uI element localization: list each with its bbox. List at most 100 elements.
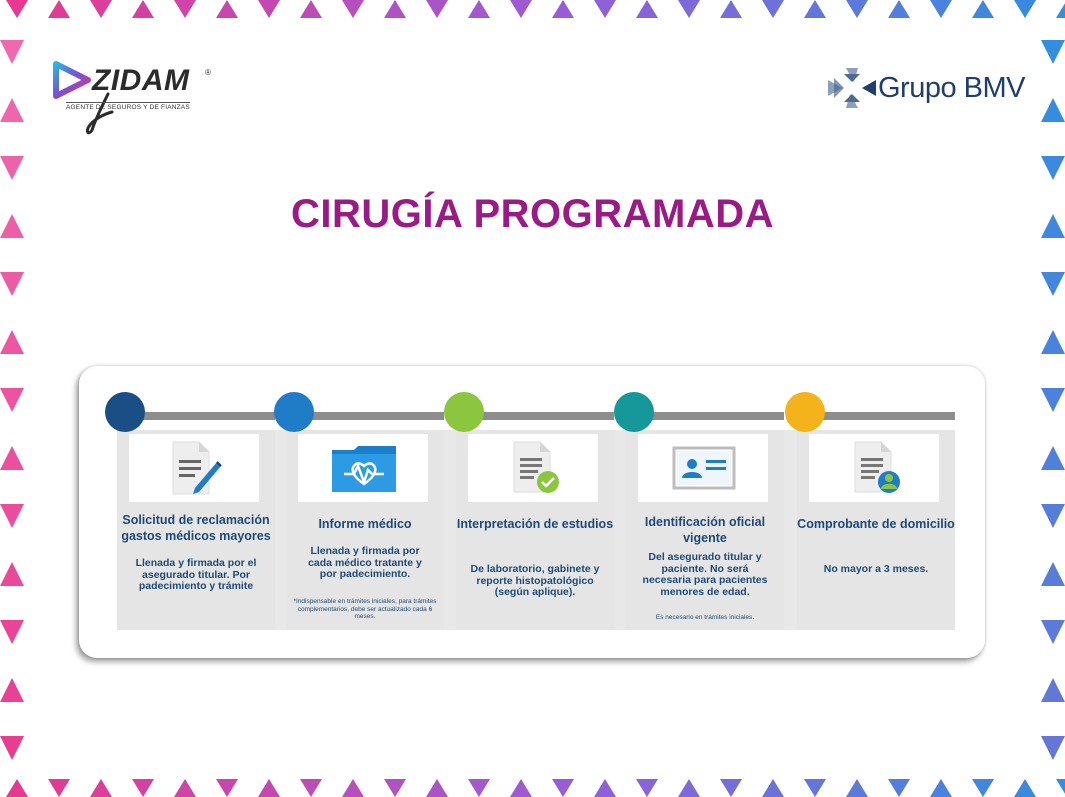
border-triangle	[1041, 736, 1065, 760]
border-triangle	[510, 779, 532, 797]
border-triangle	[0, 678, 24, 702]
border-triangle	[0, 156, 24, 180]
step-description: De laboratorio, gabinete y reporte histo…	[470, 563, 600, 598]
border-triangle	[90, 0, 112, 18]
step-connector-bar	[306, 412, 444, 420]
step-title: Solicitud de reclamación gastos médicos …	[121, 513, 271, 543]
border-triangle	[384, 0, 406, 18]
border-triangle	[216, 779, 238, 797]
step-informe-medico: Informe médico Llenada y firmada por cad…	[274, 392, 444, 630]
border-triangle	[762, 779, 784, 797]
border-triangle	[342, 779, 364, 797]
step-interpretacion: Interpretación de estudios De laboratori…	[444, 392, 614, 630]
border-triangle	[636, 0, 658, 18]
border-triangle	[1041, 620, 1065, 644]
border-triangle	[0, 620, 24, 644]
border-triangle	[1041, 214, 1065, 238]
border-triangle	[972, 779, 994, 797]
icon-box	[809, 434, 939, 502]
border-triangle	[300, 779, 322, 797]
border-triangle	[1014, 779, 1036, 797]
folder-heartbeat-icon	[332, 446, 396, 492]
border-triangle	[342, 0, 364, 18]
border-triangle	[888, 779, 910, 797]
step-card: Informe médico Llenada y firmada por cad…	[286, 430, 444, 630]
border-triangle	[258, 779, 280, 797]
document-pen-icon	[172, 441, 222, 495]
border-triangle	[0, 330, 24, 354]
border-triangle	[48, 0, 70, 18]
border-triangle	[258, 0, 280, 18]
step-identificacion: Identificación oficial vigente Del asegu…	[614, 392, 784, 630]
document-user-icon	[854, 441, 900, 493]
border-triangle	[1014, 0, 1036, 18]
border-triangle	[0, 562, 24, 586]
border-triangle	[930, 779, 952, 797]
border-triangle	[552, 0, 574, 18]
step-description: No mayor a 3 meses.	[823, 563, 929, 575]
border-triangle	[174, 0, 196, 18]
border-triangle	[1041, 562, 1065, 586]
border-triangle	[888, 0, 910, 18]
border-triangle	[1041, 156, 1065, 180]
border-triangle	[300, 0, 322, 18]
border-triangle	[426, 779, 448, 797]
border-triangle	[720, 779, 742, 797]
border-triangle	[594, 779, 616, 797]
step-marker-dot	[785, 392, 825, 432]
border-triangle	[972, 0, 994, 18]
border-triangle	[678, 0, 700, 18]
id-card-icon	[672, 446, 736, 490]
logo-tagline: AGENTE DE SEGUROS Y DE FIANZAS	[66, 102, 190, 111]
border-triangle	[0, 272, 24, 296]
signature-swash-icon	[86, 92, 114, 135]
border-triangle	[804, 0, 826, 18]
step-connector-bar	[476, 412, 614, 420]
step-card: Interpretación de estudios De laboratori…	[456, 430, 614, 630]
step-marker-dot	[614, 392, 654, 432]
icon-box	[468, 434, 598, 502]
step-title: Informe médico	[318, 517, 412, 531]
border-triangle	[762, 0, 784, 18]
border-triangle	[930, 0, 952, 18]
border-triangle	[6, 779, 28, 797]
grupo-bmv-logo: Grupo BMV	[826, 64, 1026, 114]
border-triangle	[1041, 40, 1065, 64]
border-triangle	[0, 40, 24, 64]
registered-mark: ®	[205, 68, 211, 77]
document-check-icon	[513, 441, 559, 493]
border-triangle	[6, 0, 28, 18]
border-triangle	[384, 779, 406, 797]
step-description: Del asegurado titular y paciente. No ser…	[642, 551, 768, 598]
step-card: Identificación oficial vigente Del asegu…	[626, 430, 784, 630]
dzidam-logo: ZIDAM ® AGENTE DE SEGUROS Y DE FIANZAS	[52, 56, 222, 136]
icon-box	[638, 434, 768, 502]
border-triangle	[720, 0, 742, 18]
step-note: Es necesario en trámites iniciales.	[655, 614, 755, 621]
border-triangle	[510, 0, 532, 18]
border-triangle	[90, 779, 112, 797]
border-triangle	[678, 779, 700, 797]
border-triangle	[1041, 678, 1065, 702]
step-description: Llenada y firmada por el asegurado titul…	[135, 557, 257, 592]
page-title: CIRUGÍA PROGRAMADA	[290, 192, 775, 236]
step-card: Comprobante de domicilio No mayor a 3 me…	[797, 430, 955, 630]
step-marker-dot	[105, 392, 145, 432]
border-triangle	[552, 779, 574, 797]
border-triangle	[468, 779, 490, 797]
border-triangle	[1041, 504, 1065, 528]
border-triangle	[1041, 98, 1065, 122]
border-triangle	[0, 98, 24, 122]
border-triangle	[1041, 446, 1065, 470]
logo-wordmark: ZIDAM	[92, 64, 190, 97]
border-triangle	[0, 446, 24, 470]
step-marker-dot	[444, 392, 484, 432]
border-triangle	[0, 504, 24, 528]
border-triangle	[846, 779, 868, 797]
bmv-star-mark-icon	[828, 68, 876, 108]
border-triangle	[1056, 779, 1065, 794]
border-triangle	[468, 0, 490, 18]
border-triangle	[48, 779, 70, 797]
step-comprobante: Comprobante de domicilio No mayor a 3 me…	[785, 392, 955, 630]
